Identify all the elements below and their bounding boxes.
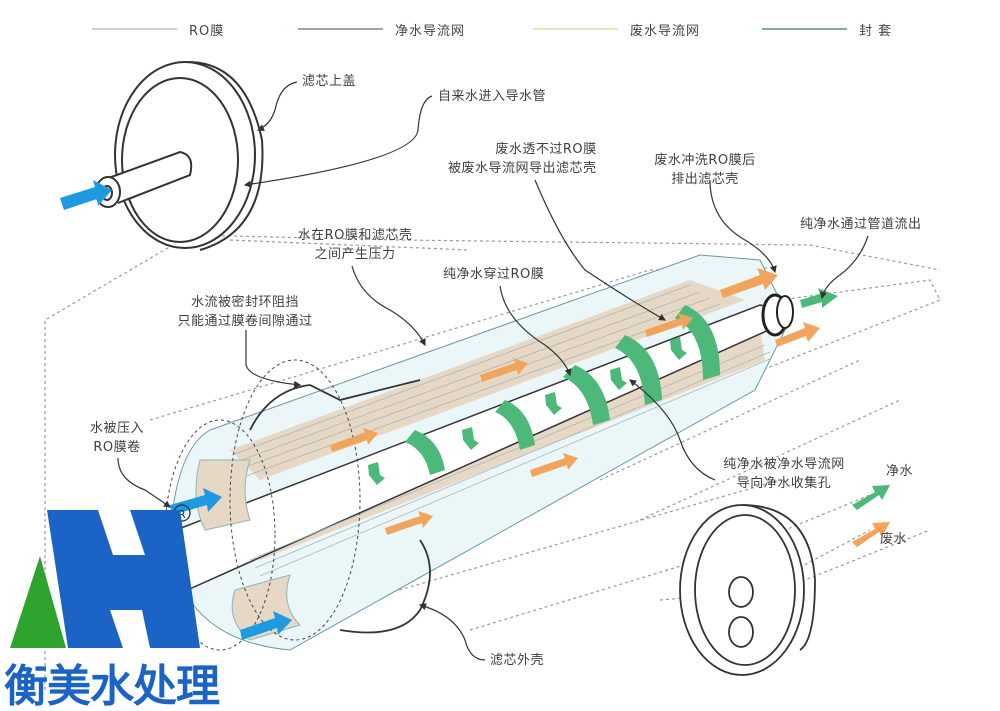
label-pure-out: 纯净水通过管道流出: [800, 217, 922, 232]
inflow-arrow-lower: [240, 611, 292, 640]
inflow-arrow-top: [60, 180, 112, 210]
label-waste-blocked: 废水透不过RO膜: [476, 140, 616, 159]
label-line: 排出滤芯壳: [671, 172, 739, 187]
label-line: 只能通过膜卷间隙通过: [177, 314, 313, 329]
legend-swatch: [298, 28, 383, 30]
label-collect: 纯净水被净水导流网 导向净水收集孔: [714, 455, 854, 493]
leader-lines: [117, 81, 869, 661]
inflow-arrow-upper: [170, 488, 222, 515]
legend-seal-sleeve: 封 套: [762, 19, 892, 39]
label-line: 废水透不过RO膜: [495, 142, 597, 157]
legend-swatch: [92, 28, 177, 30]
top-cap: [95, 60, 264, 251]
label-waste-water: 废水: [880, 532, 908, 547]
legend-pure-water-mesh: 净水导流网: [298, 19, 465, 39]
label-line: 导向净水收集孔: [736, 476, 832, 491]
label-line: 水流被密封环阻挡: [190, 295, 299, 310]
legend-label: 净水导流网: [395, 23, 466, 39]
label-clean-water: 净水: [886, 464, 914, 479]
svg-text:R: R: [178, 508, 186, 521]
label-top-cap: 滤芯上盖: [302, 74, 357, 89]
label-line: 废水冲洗RO膜后: [654, 153, 756, 168]
label-pressed-in: 水被压入 RO膜卷: [82, 419, 152, 457]
legend-label: 废水导流网: [630, 23, 701, 39]
legend-label: 封 套: [859, 23, 893, 39]
legend-swatch: [533, 28, 618, 30]
company-logo: [10, 510, 200, 648]
label-line: 之间产生压力: [314, 247, 396, 262]
label-line: RO膜卷: [93, 440, 141, 455]
legend-swatch: [762, 28, 847, 30]
legend-clean-arrow: [852, 485, 890, 510]
waste-water-arrows: [330, 268, 820, 535]
legend-waste-water-mesh: 废水导流网: [533, 19, 700, 39]
bottom-cap: [679, 504, 816, 676]
label-pressure: 水在RO膜和滤芯壳 之间产生压力: [285, 226, 425, 264]
label-line: 水被压入: [89, 421, 144, 436]
label-line: 水在RO膜和滤芯壳: [297, 228, 413, 243]
logo-text: 衡美水处理: [4, 661, 220, 711]
label-waste-blocked-2: 被废水导流网导出滤芯壳: [448, 161, 597, 176]
label-tap-water-in: 自来水进入导水管: [438, 89, 547, 104]
label-outer-shell: 滤芯外壳: [490, 653, 545, 668]
pure-out-arrow: [800, 288, 838, 308]
legend-ro-membrane: RO膜: [92, 19, 224, 39]
label-pure-through: 纯净水穿过RO膜: [443, 267, 545, 282]
label-waste-flush: 废水冲洗RO膜后 排出滤芯壳: [645, 151, 765, 189]
label-seal-block: 水流被密封环阻挡 只能通过膜卷间隙通过: [165, 293, 325, 331]
label-line: 纯净水被净水导流网: [723, 457, 845, 472]
legend-waste-arrow: [852, 522, 890, 547]
legend-label: RO膜: [189, 23, 225, 39]
